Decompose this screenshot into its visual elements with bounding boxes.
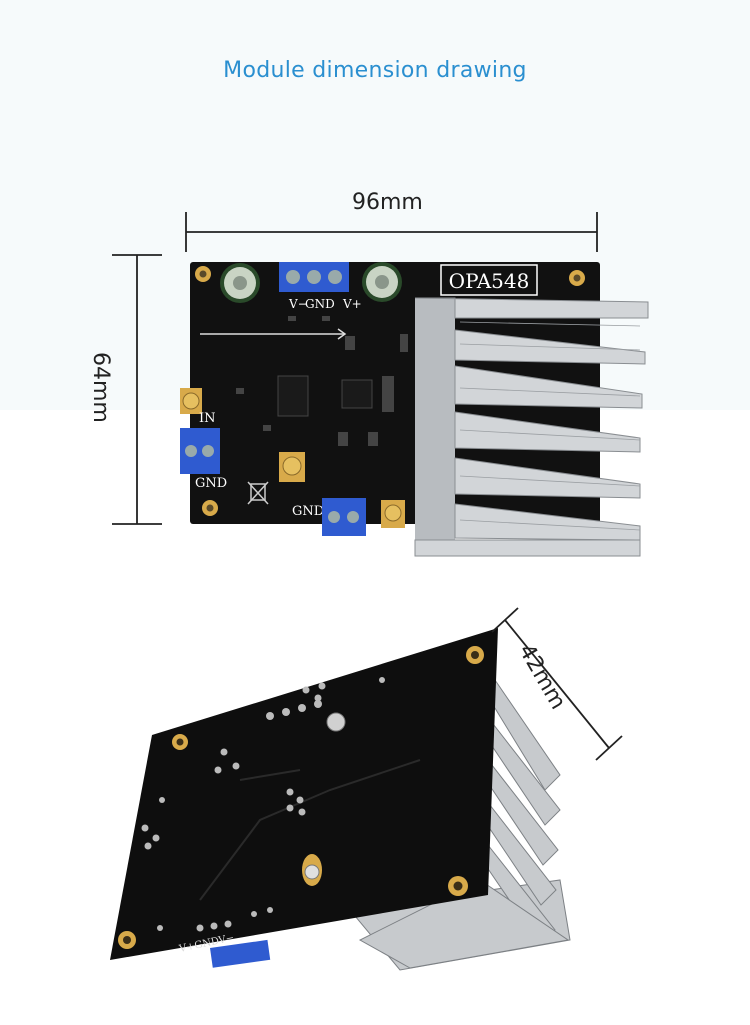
heatsink-side-view (349, 678, 571, 971)
input-terminal-block (180, 428, 220, 474)
page-title: Module dimension drawing (223, 58, 527, 83)
power-label-vplus: V+ (342, 297, 362, 311)
ic-chip (277, 375, 309, 417)
heatsink-top-view (414, 297, 649, 557)
depth-dimension-line (491, 607, 623, 761)
bottom-terminal-block (210, 939, 271, 968)
height-dimension-label: 64mm (88, 352, 113, 423)
capacitor-left (220, 263, 260, 303)
width-dimension-label: 96mm (352, 190, 423, 215)
power-label-gnd: GND (305, 297, 335, 311)
gnd-label-left: GND (195, 476, 227, 491)
smd-components (236, 316, 408, 446)
regulator-chip (341, 379, 373, 409)
sma-connector-p4 (381, 500, 405, 528)
width-dimension-line (185, 212, 598, 252)
heatsink-screws (302, 712, 346, 886)
pcb-back-side (110, 628, 498, 960)
power-terminal-block (279, 262, 349, 292)
gnd-label-right: GND (292, 504, 324, 519)
chip-label-box (440, 264, 538, 296)
chip-label: OPA548 (449, 269, 530, 293)
input-label: IN (199, 411, 216, 426)
solder-joints (141, 677, 385, 932)
height-dimension-line (112, 254, 162, 525)
mounting-holes (195, 266, 585, 516)
pcb-top-view: OPA548 V− GND V+ IN (180, 262, 600, 536)
sma-connector-p3 (180, 388, 202, 414)
pcb-bottom-view: V+GNDV− (110, 628, 571, 971)
power-label-vminus: V− (288, 297, 308, 311)
bottom-mounting-holes (118, 646, 484, 949)
output-terminal-block (322, 498, 366, 536)
sma-connector-p1 (279, 452, 305, 482)
weee-mark (247, 481, 269, 505)
capacitor-right (362, 262, 402, 302)
signal-arrow (200, 328, 347, 340)
